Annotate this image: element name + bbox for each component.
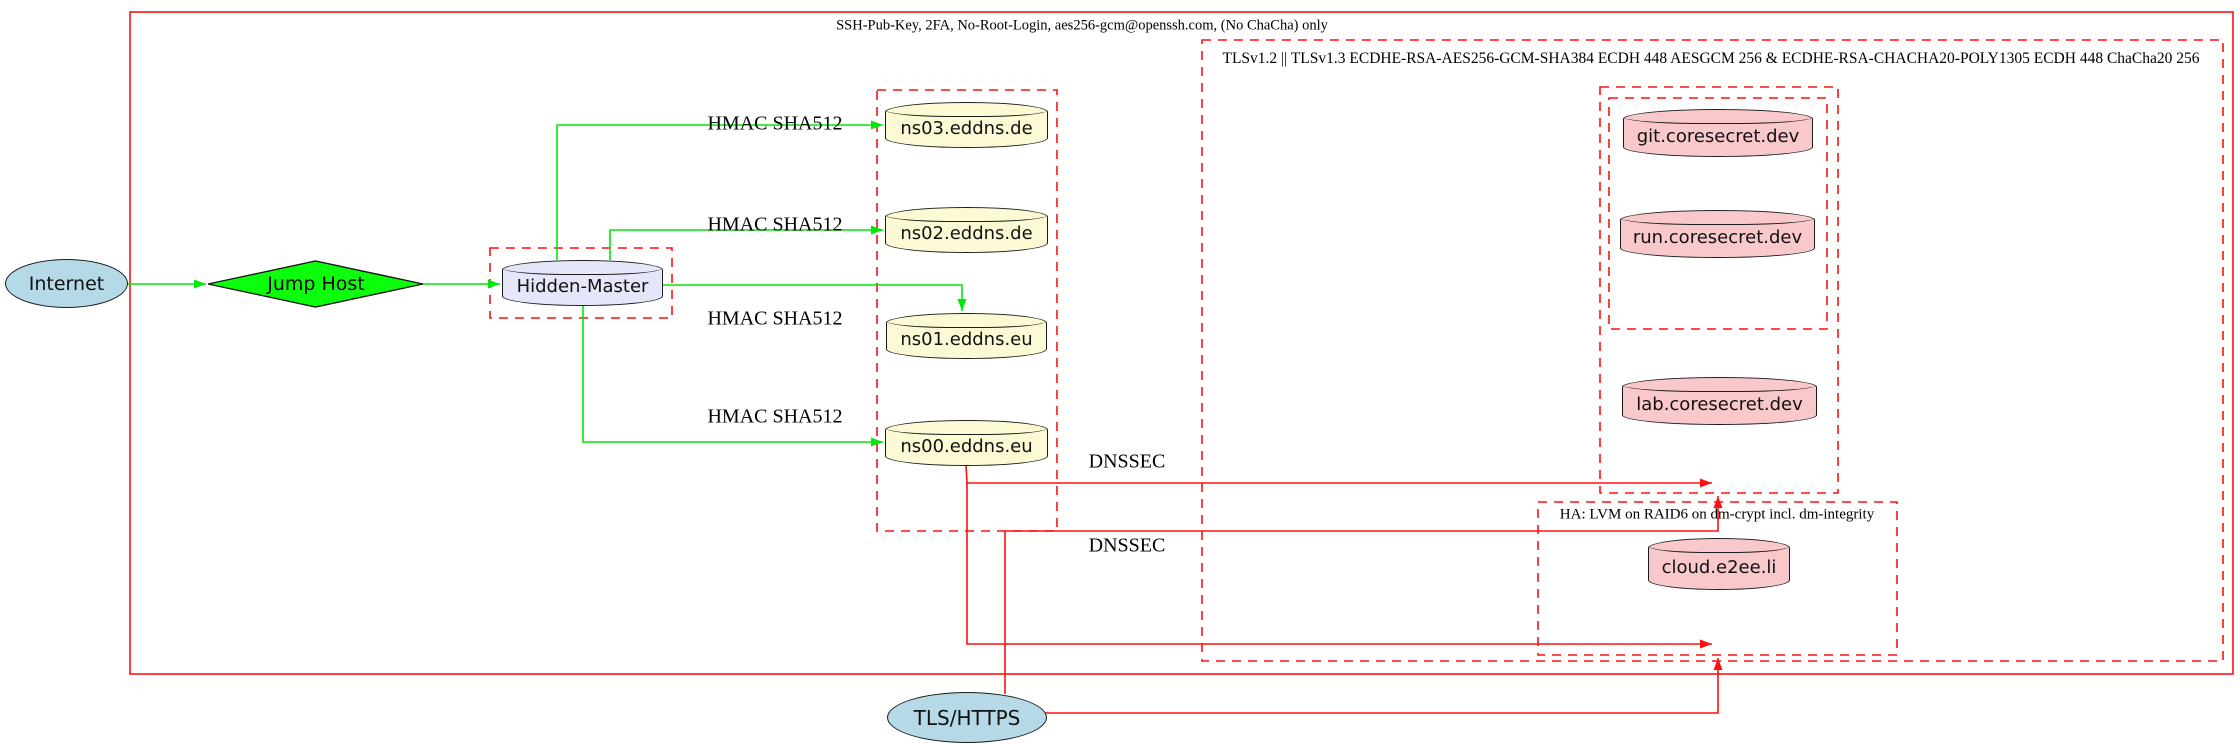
edge-hiddenmaster-to-ns00: [582, 305, 883, 447]
hidden-master-label: Hidden-Master: [516, 276, 649, 297]
tls-cluster-label: TLSv1.2 || TLSv1.3 ECDHE-RSA-AES256-GCM-…: [1222, 50, 2200, 67]
ns03-label: ns03.eddns.de: [900, 118, 1033, 139]
run-coresecret-label: run.coresecret.dev: [1632, 227, 1803, 248]
tls-https-node: TLS/HTTPS: [887, 692, 1047, 743]
ns02-label: ns02.eddns.de: [900, 223, 1033, 244]
edge-tlshttps-to-coresecret: [1004, 496, 1723, 694]
edge-label-hmac-ns01: HMAC SHA512: [707, 307, 843, 330]
run-coresecret-node: run.coresecret.dev: [1620, 210, 1815, 258]
lab-coresecret-node: lab.coresecret.dev: [1622, 377, 1817, 425]
edge-label-dnssec-1: DNSSEC: [1088, 450, 1166, 473]
jump-host-label: Jump Host: [267, 273, 365, 295]
cloud-e2ee-label: cloud.e2ee.li: [1661, 557, 1777, 578]
jump-host-diamond: [207, 260, 424, 308]
coresecret-outer-cluster-border: [1599, 86, 1839, 494]
ns03-node: ns03.eddns.de: [885, 102, 1048, 148]
internet-label: Internet: [28, 272, 105, 295]
git-coresecret-label: git.coresecret.dev: [1636, 126, 1800, 147]
edge-hiddenmaster-to-ns03: [556, 120, 883, 260]
ssh-cluster-label: SSH-Pub-Key, 2FA, No-Root-Login, aes256-…: [836, 17, 1328, 34]
ns01-label: ns01.eddns.eu: [900, 329, 1033, 350]
edge-label-hmac-ns03: HMAC SHA512: [707, 112, 843, 135]
edge-hiddenmaster-to-ns02: [609, 225, 883, 260]
edge-label-hmac-ns00: HMAC SHA512: [707, 405, 843, 428]
edge-label-dnssec-2: DNSSEC: [1088, 534, 1166, 557]
ns00-label: ns00.eddns.eu: [900, 436, 1033, 457]
ha-cluster-label: HA: LVM on RAID6 on dm-crypt incl. dm-in…: [1559, 506, 1875, 523]
git-coresecret-node: git.coresecret.dev: [1623, 109, 1813, 157]
ns01-node: ns01.eddns.eu: [886, 313, 1047, 359]
cloud-e2ee-node: cloud.e2ee.li: [1648, 538, 1790, 590]
tls-cluster-border: [1201, 39, 2224, 662]
edge-ns00-to-ha-dnssec: [966, 483, 1712, 649]
edge-tlshttps-to-ha: [1045, 658, 1723, 714]
hidden-master-node: Hidden-Master: [502, 260, 663, 306]
internet-node: Internet: [5, 259, 128, 308]
lab-coresecret-label: lab.coresecret.dev: [1636, 394, 1803, 415]
ns00-node: ns00.eddns.eu: [885, 420, 1048, 466]
ns02-node: ns02.eddns.de: [885, 207, 1048, 253]
edge-hiddenmaster-to-ns01: [663, 284, 967, 311]
tls-https-label: TLS/HTTPS: [913, 705, 1021, 730]
ssh-cluster-border: [129, 11, 2234, 675]
edge-label-hmac-ns02: HMAC SHA512: [707, 213, 843, 236]
